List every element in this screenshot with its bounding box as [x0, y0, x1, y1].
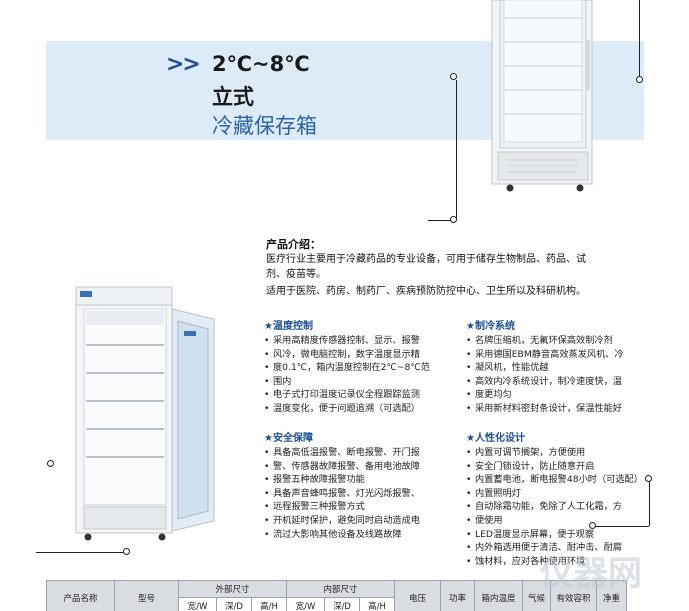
list-item: 内置蓄电池，断电报警48小时（可选配） — [466, 473, 666, 487]
marker-dot — [123, 548, 130, 555]
table-header: 电压 — [394, 580, 441, 611]
chevron-right-icon: >> — [166, 52, 201, 77]
list-item: 采用德国EBM静音高效蒸发风机、冷 — [466, 348, 662, 362]
watermark-logo: 仪器网 — [540, 554, 642, 594]
upright-fridge-image — [491, 0, 593, 192]
list-item: 电子式打印温度记录仪全程跟踪监测 — [264, 388, 460, 402]
list-item: 采用高精度传感器控制、显示、报警 — [264, 334, 460, 348]
intro-line: 适用于医院、药房、制药厂、疾病预防防控中心、卫生所以及科研机构。 — [266, 286, 586, 297]
section-title: ★安全保障 — [264, 433, 313, 444]
marker-dot — [450, 216, 457, 223]
table-subheader: 深/D — [323, 597, 361, 611]
list-item: 便使用 — [466, 514, 666, 528]
leader-line — [456, 80, 457, 220]
product-type: 冷藏保存箱 — [212, 114, 317, 138]
list-item: 凝风机，性能优越 — [466, 361, 662, 375]
list-item: 围内 — [264, 375, 460, 389]
table-header: 外部尺寸 — [178, 580, 287, 598]
section-temperature-control: ★温度控制 采用高精度传感器控制、显示、报警 风冷，微电脑控制，数字温度显示精 … — [264, 320, 460, 416]
form-type: 立式 — [212, 85, 254, 109]
table-subheader: 宽/W — [178, 597, 217, 611]
list-item: 自动除霜功能，免除了人工化霜，方 — [466, 500, 666, 514]
list-item: 内置可调节搁架，方便使用 — [466, 446, 666, 460]
table-header: 气候 — [522, 580, 551, 611]
list-item: 报警五种故障报警功能 — [264, 473, 460, 487]
table-subheader: 高/H — [251, 597, 287, 611]
table-header: 功率 — [440, 580, 475, 611]
table-header: 有效容积 — [550, 580, 597, 611]
list-item: 度更均匀 — [466, 388, 662, 402]
section-humanized-design: ★人性化设计 内置可调节搁架，方便使用 安全门锁设计，防止随意开启 内置蓄电池，… — [466, 432, 666, 568]
table-subheader: 深/D — [215, 597, 253, 611]
list-item: 度0.1℃，箱内温度控制在2℃~8℃范 — [264, 361, 460, 375]
list-item: 警、传感器故障报警、备用电池故障 — [264, 460, 460, 474]
section-title: ★制冷系统 — [466, 321, 515, 332]
open-door-fridge-image — [75, 286, 215, 541]
table-header: 产品名称 — [46, 580, 115, 611]
intro-line: 剂、疫苗等。 — [266, 269, 326, 280]
section-title: ★温度控制 — [264, 321, 313, 332]
list-item: 流过大影响其他设备及线路故障 — [264, 528, 460, 542]
table-header: 净重 — [596, 580, 627, 611]
list-item: 远程报警三种报警方式 — [264, 500, 460, 514]
list-item: 具备声音蜂鸣报警、灯光闪烁报警、 — [264, 487, 460, 501]
list-item: 蚀材料，应对各种使用环境 — [466, 555, 666, 569]
table-header: 内部尺寸 — [286, 580, 395, 598]
spec-table: 产品名称 型号 外部尺寸 内部尺寸 电压 功率 箱内温度 气候 有效容积 净重 … — [46, 580, 627, 611]
list-item: 内外箱选用便于清洁、耐冲击、耐腐 — [466, 541, 666, 555]
list-item: 安全门锁设计，防止随意开启 — [466, 460, 666, 474]
intro-line: 医疗行业主要用于冷藏药品的专业设备，可用于储存生物制品、药品、试 — [266, 254, 586, 265]
list-item: 风冷，微电脑控制，数字温度显示精 — [264, 348, 460, 362]
temperature-range: 2℃~8℃ — [212, 52, 310, 76]
leader-line — [639, 0, 640, 80]
list-item: 温度变化，便于问题追溯（可选配） — [264, 402, 460, 416]
list-item: 内置照明灯 — [466, 487, 666, 501]
list-item: 具备高低温报警、断电报警、开门报 — [264, 446, 460, 460]
marker-dot — [47, 460, 54, 467]
list-item: 开机延时保护，避免同时启动造成电 — [264, 514, 460, 528]
list-item: 高效内冷系统设计，制冷速度快，温 — [466, 375, 662, 389]
marker-dot — [450, 73, 457, 80]
list-item: 采用新材料密封条设计，保温性能好 — [466, 402, 662, 416]
table-header: 箱内温度 — [474, 580, 523, 611]
leader-line — [428, 220, 456, 221]
marker-dot — [636, 76, 643, 83]
section-safety: ★安全保障 具备高低温报警、断电报警、开门报 警、传感器故障报警、备用电池故障 … — [264, 432, 460, 541]
table-header: 型号 — [114, 580, 179, 611]
list-item: 名牌压缩机，无氟环保高效制冷剂 — [466, 334, 662, 348]
leader-line — [36, 552, 126, 553]
table-subheader: 宽/W — [286, 597, 325, 611]
intro-title: 产品介绍： — [266, 238, 321, 251]
table-subheader: 高/H — [359, 597, 395, 611]
section-title: ★人性化设计 — [466, 433, 525, 444]
list-item: LED温度显示屏幕，便于观察 — [466, 528, 666, 542]
section-refrigeration-system: ★制冷系统 名牌压缩机，无氟环保高效制冷剂 采用德国EBM静音高效蒸发风机、冷 … — [466, 320, 662, 416]
